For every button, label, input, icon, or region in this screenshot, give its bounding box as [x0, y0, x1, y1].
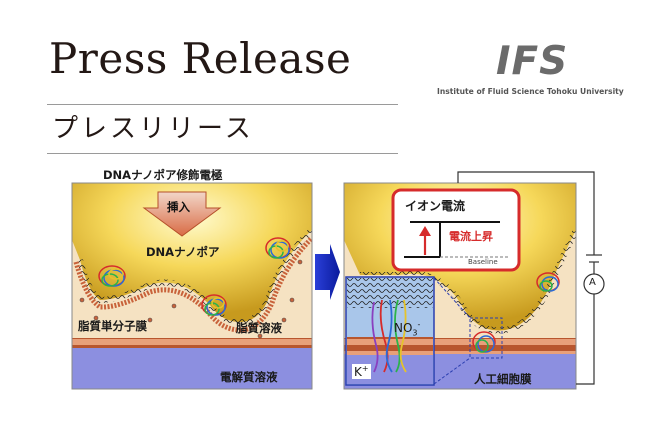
nanopore-label: DNAナノポア: [146, 245, 220, 259]
dna-brush: [360, 228, 576, 334]
membrane-label: 人工細胞膜: [474, 372, 532, 386]
ammeter-label: A: [589, 277, 596, 288]
title-divider: [47, 104, 398, 105]
nitrate-superscript: -: [417, 320, 421, 329]
ion-current-label: イオン電流: [405, 199, 466, 213]
zoom-region-box: [469, 317, 503, 359]
dna-nanopore: [265, 237, 291, 259]
electrode-label: DNAナノポア修飾電極: [103, 168, 223, 182]
nitrate-label: NO3-: [394, 320, 420, 337]
right-panel-frame: [343, 182, 577, 390]
monolayer-label: 脂質単分子膜: [78, 319, 147, 333]
ifs-logo-caption: Institute of Fluid Science Tohoku Univer…: [437, 87, 624, 96]
gold-electrode: [72, 183, 312, 322]
free-lipids: [79, 259, 303, 339]
lipid-solution-label: 脂質溶液: [236, 321, 282, 335]
nitrate-formula: NO: [394, 321, 413, 335]
nitrate-subscript: 3: [412, 328, 418, 338]
ifs-logo: IFS: [496, 39, 569, 84]
dna-nanopore: [201, 294, 227, 316]
page-subtitle: プレスリリース: [52, 114, 254, 144]
insert-arrow: [142, 191, 222, 237]
potassium-superscript: +: [361, 364, 369, 373]
dna-nanopore: [536, 272, 560, 292]
potassium-formula: K: [354, 365, 362, 379]
page-title: Press Release: [49, 34, 352, 83]
insert-label: 挿入: [167, 200, 190, 214]
measurement-circuit: [457, 171, 602, 385]
ion-current-graph: [391, 188, 521, 272]
subtitle-divider: [47, 153, 398, 154]
ammeter-icon: [583, 273, 605, 295]
dna-brush: [77, 227, 312, 326]
left-panel: [72, 183, 312, 389]
dna-nanopore: [472, 331, 496, 353]
dna-nanopore: [98, 265, 126, 287]
potassium-label: K+: [352, 364, 371, 379]
current-rise-label: 電流上昇: [449, 230, 493, 243]
transition-arrow: [315, 244, 340, 300]
left-panel-frame: [71, 182, 313, 390]
electrolyte-label: 電解質溶液: [220, 370, 278, 384]
electrolyte-region: [72, 344, 312, 389]
monolayer-membrane: [72, 338, 312, 348]
baseline-label: Baseline: [468, 258, 498, 266]
